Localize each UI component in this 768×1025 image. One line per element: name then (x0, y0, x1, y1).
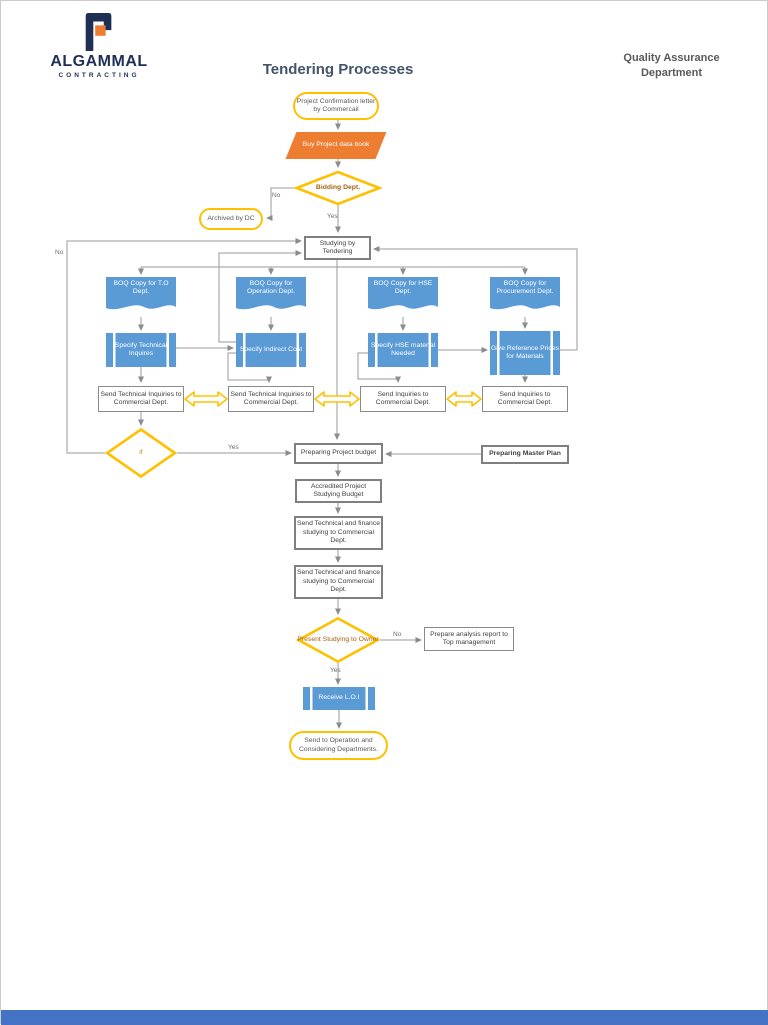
boq-procurement-document: BOQ Copy for Procurement Dept. (490, 277, 560, 317)
logo-name: ALGAMMAL (50, 53, 148, 70)
footer-bar (1, 1010, 768, 1025)
specify-hse-label: Specify HSE material Needed (370, 341, 436, 357)
boq-operation-document: BOQ Copy for Operation Dept. (236, 277, 306, 317)
bidding-yes-label: Yes (327, 213, 338, 220)
boq-to-label: BOQ Copy for T.O Dept. (113, 280, 169, 296)
send-inquiries-label-1: Send Technical Inquiries to Commercial D… (100, 390, 182, 406)
if-yes-label: Yes (228, 444, 239, 451)
present-label: Present Studying to Owner (297, 635, 379, 643)
bidding-no-label: No (272, 192, 281, 199)
double-arrow-connectors (184, 391, 482, 407)
studying-process: Studying by Tendering (304, 236, 371, 260)
specify-hse-process: Specify HSE material Needed (368, 333, 438, 367)
give-reference-label: Give Reference Prices for Materials (491, 344, 559, 360)
send-finance-process-1: Send Technical and finance studying to C… (294, 516, 383, 550)
send-inquiries-label-3: Send Inquiries to Commercial Dept. (375, 390, 431, 406)
if-no-label: No (55, 249, 64, 256)
send-inquiries-box-4: Send Inquiries to Commercial Dept. (482, 386, 568, 412)
prepare-report-process: Prepare analysis report to Top managemen… (424, 627, 514, 651)
department-label: Quality Assurance Department (623, 52, 720, 79)
master-plan-process: Preparing Master Plan (481, 445, 569, 464)
send-inquiries-box-3: Send Inquiries to Commercial Dept. (360, 386, 446, 412)
send-inquiries-box-2: Send Technical Inquiries to Commercial D… (228, 386, 314, 412)
bidding-decision: Bidding Dept. (294, 171, 382, 205)
archived-label: Archived by DC (207, 214, 255, 222)
preparing-budget-label: Preparing Project budget (300, 449, 377, 457)
specify-indirect-label: Specify Indirect Cost (239, 345, 303, 353)
boq-procurement-label: BOQ Copy for Procurement Dept. (496, 280, 554, 296)
end-label: Send to Operation and Considering Depart… (299, 737, 378, 753)
send-inquiries-label-2: Send Technical Inquiries to Commercial D… (230, 390, 312, 406)
send-inquiries-box-1: Send Technical Inquiries to Commercial D… (98, 386, 184, 412)
send-inquiries-label-4: Send Inquiries to Commercial Dept. (497, 390, 553, 406)
give-reference-process: Give Reference Prices for Materials (490, 331, 560, 375)
company-logo: ALGAMMAL CONTRACTING (39, 13, 159, 79)
present-no-label: No (393, 631, 402, 638)
if-label: if (139, 448, 143, 456)
page-title: Tendering Processes (262, 61, 414, 78)
send-finance-label-2: Send Technical and finance studying to C… (296, 569, 380, 594)
master-plan-label: Preparing Master Plan (489, 450, 561, 458)
studying-label: Studying by Tendering (319, 239, 356, 255)
end-terminator: Send to Operation and Considering Depart… (289, 731, 388, 760)
preparing-budget-process: Preparing Project budget (294, 443, 383, 464)
send-finance-label-1: Send Technical and finance studying to C… (296, 520, 380, 545)
boq-hse-label: BOQ Copy for HSE Dept. (373, 280, 433, 296)
boq-hse-document: BOQ Copy for HSE Dept. (368, 277, 438, 317)
buy-data-process: Buy Project data book (281, 132, 391, 159)
start-label: Project Confirmation letter by Commercai… (296, 97, 376, 113)
accredited-budget-label: Accredited Project Studying Budget (310, 482, 367, 498)
logo-subtitle: CONTRACTING (58, 72, 140, 79)
accredited-budget-process: Accredited Project Studying Budget (295, 479, 382, 503)
boq-to-document: BOQ Copy for T.O Dept. (106, 277, 176, 317)
present-decision: Present Studying to Owner (296, 617, 380, 663)
specify-technical-process: Specify Technical Inquires (106, 333, 176, 367)
send-finance-process-2: Send Technical and finance studying to C… (294, 565, 383, 599)
archived-terminator: Archived by DC (199, 208, 263, 230)
receive-loi-label: Receive L.O.I (318, 694, 360, 702)
algammal-logo-icon (85, 13, 112, 51)
if-decision: if (105, 428, 177, 478)
start-terminator: Project Confirmation letter by Commercai… (293, 92, 379, 120)
buy-data-label: Buy Project data book (302, 141, 370, 149)
specify-technical-label: Specify Technical Inquires (114, 341, 168, 357)
receive-loi-process: Receive L.O.I (303, 687, 375, 710)
present-yes-label: Yes (330, 667, 341, 674)
specify-indirect-process: Specify Indirect Cost (236, 333, 306, 367)
boq-operation-label: BOQ Copy for Operation Dept. (247, 280, 295, 296)
prepare-report-label: Prepare analysis report to Top managemen… (430, 630, 508, 646)
bidding-label: Bidding Dept. (315, 183, 361, 191)
